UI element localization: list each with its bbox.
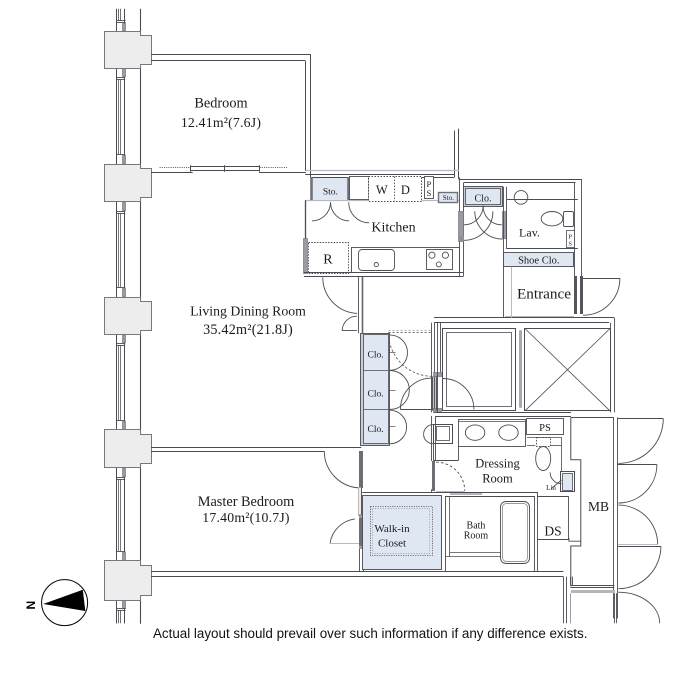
svg-text:Actual layout should prevail o: Actual layout should prevail over such i… <box>153 626 587 641</box>
svg-text:D: D <box>401 183 410 197</box>
svg-text:Lin: Lin <box>546 484 556 492</box>
svg-text:Clo.: Clo. <box>368 351 384 361</box>
svg-text:DS: DS <box>544 524 561 539</box>
svg-text:P: P <box>427 179 432 189</box>
svg-text:PS: PS <box>539 423 551 434</box>
svg-text:17.40m²(10.7J): 17.40m²(10.7J) <box>202 510 289 526</box>
svg-text:12.41m²(7.6J): 12.41m²(7.6J) <box>181 115 261 131</box>
svg-text:Dressing: Dressing <box>475 457 520 471</box>
svg-text:Living Dining Room: Living Dining Room <box>190 304 306 319</box>
svg-text:Bath: Bath <box>467 520 486 531</box>
svg-text:MB: MB <box>588 499 609 514</box>
svg-text:R: R <box>323 253 333 268</box>
svg-text:Sto.: Sto. <box>443 194 454 202</box>
svg-text:Clo.: Clo. <box>368 390 384 400</box>
svg-text:N: N <box>24 601 38 610</box>
svg-text:Sto.: Sto. <box>323 187 338 197</box>
svg-text:S: S <box>568 240 572 247</box>
svg-text:Bedroom: Bedroom <box>194 96 247 112</box>
svg-text:Clo.: Clo. <box>368 425 384 435</box>
svg-text:Kitchen: Kitchen <box>371 221 415 236</box>
svg-text:W: W <box>376 183 388 197</box>
svg-text:Closet: Closet <box>378 537 406 549</box>
svg-text:Entrance: Entrance <box>517 286 571 303</box>
svg-text:Clo.: Clo. <box>475 193 492 204</box>
svg-text:35.42m²(21.8J): 35.42m²(21.8J) <box>203 322 293 338</box>
svg-text:P: P <box>568 233 572 240</box>
svg-text:Room: Room <box>482 472 513 486</box>
svg-text:Lav.: Lav. <box>519 226 540 240</box>
svg-text:Room: Room <box>464 530 489 541</box>
svg-text:Master Bedroom: Master Bedroom <box>198 494 294 510</box>
svg-text:Shoe Clo.: Shoe Clo. <box>518 256 559 267</box>
svg-text:S: S <box>427 188 432 198</box>
svg-text:Walk-in: Walk-in <box>374 523 410 535</box>
